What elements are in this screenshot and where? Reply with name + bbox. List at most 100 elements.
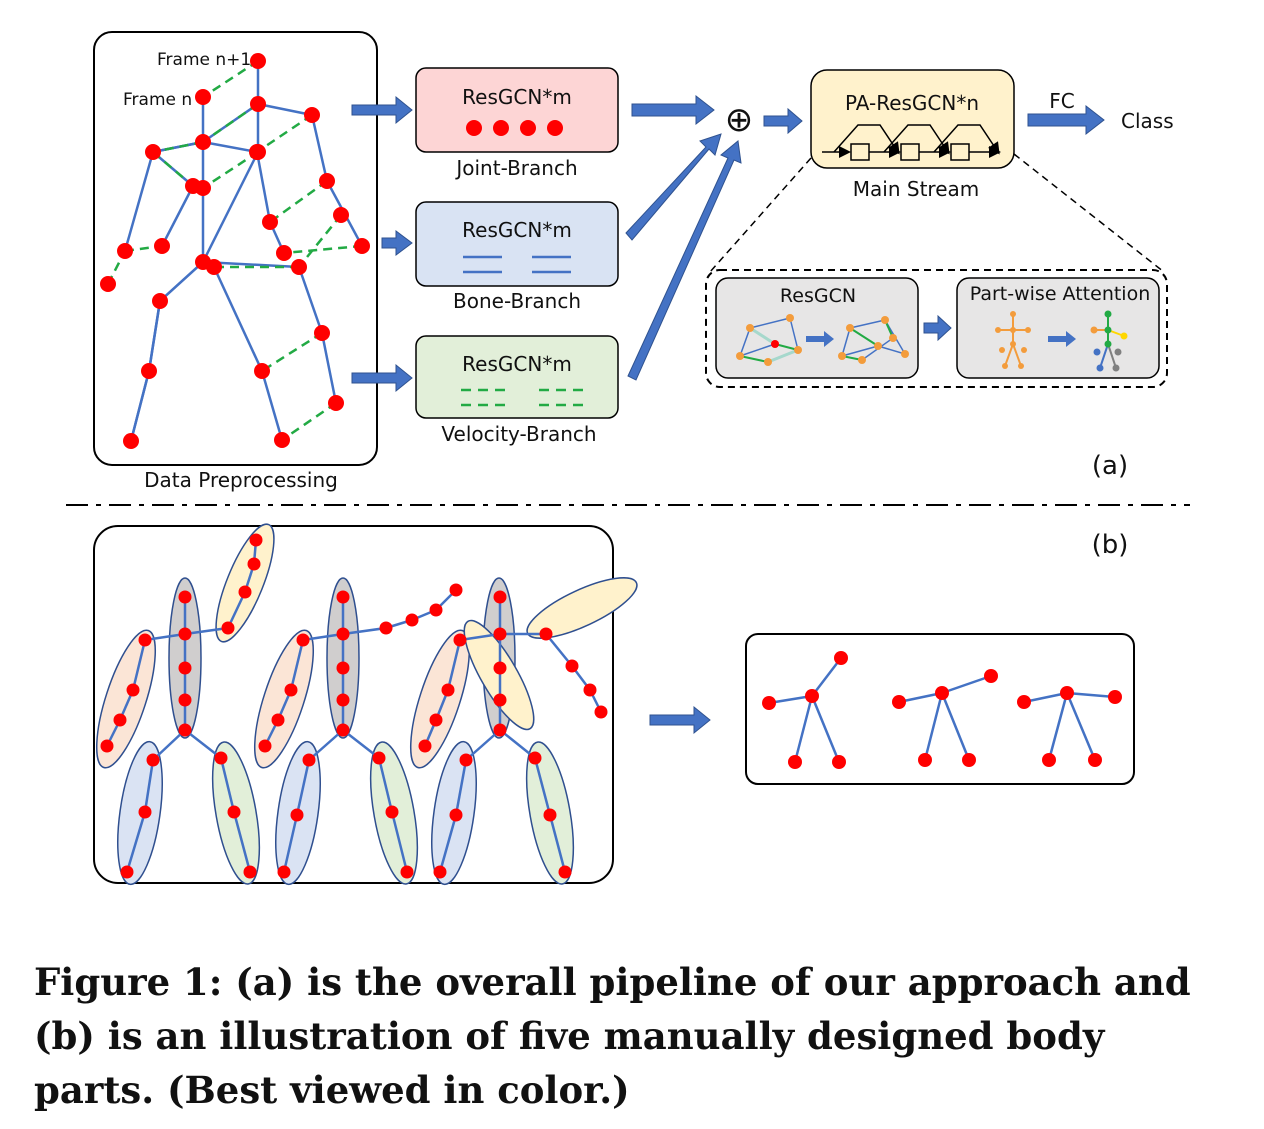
joint-node [319,173,335,189]
joint-node [276,245,292,261]
bone-edge [152,729,186,761]
joint-node [336,693,350,707]
bone-edge [438,814,458,873]
temporal-edge [202,102,259,144]
bone-edge [219,757,236,813]
resgcn-graph-before [736,314,802,366]
joint-node [336,590,350,604]
joint-node [178,693,192,707]
bone-edge [201,151,260,263]
bone-edge [255,151,272,223]
joint-node [291,259,307,275]
joint-node [372,751,386,765]
part-graph-node [1108,690,1122,704]
bone-edge [144,632,186,642]
joint-node [258,739,272,753]
bone-branch-label: Bone-Branch [453,289,581,313]
joint-node [249,144,265,160]
joint-node [314,325,330,341]
bone-branch: ResGCN*m Bone-Branch [415,201,619,313]
joint-node [328,395,344,411]
bone-edge [184,729,222,759]
pipeline-diagram: Frame n+1 Frame n Data Preprocessing Res… [66,31,1190,886]
zoom-lines [709,153,1165,273]
joint-node [441,683,455,697]
body-part-ellipse [253,629,315,769]
bone-branch-title: ResGCN*m [462,218,572,242]
joint-node [493,693,507,707]
part-graph-node [834,651,848,665]
part-graph-edge [1065,692,1097,761]
bone-edge [297,266,324,334]
panel-a-label: (a) [1092,451,1128,481]
velocity-branch-dashes [461,388,583,407]
joint-node [449,808,463,822]
bone-edge [499,729,536,759]
attention-skeleton-before [995,311,1031,369]
joint-node [418,739,432,753]
velocity-branch: ResGCN*m Velocity-Branch [415,335,619,446]
bone-edge [446,639,462,691]
joint-node [336,661,350,675]
part-graph-node [1088,753,1102,767]
joint-node [433,865,447,879]
bone-edge [295,759,311,816]
joint-node [178,723,192,737]
bone-edge [232,811,252,873]
joint-node [100,276,116,292]
bone-edge [257,102,313,117]
resgcn-detail-block [715,277,919,379]
part-graph-edge [768,694,813,705]
frame-n-label: Frame n [123,90,192,110]
part-graphs [762,651,1122,769]
part-graph-edge [793,695,814,763]
joint-node [214,751,228,765]
joint-branch-block [415,67,619,153]
part-graph-node [918,753,932,767]
detail-connector-arrow [923,314,952,342]
main-block-title: PA-ResGCN*n [845,91,979,115]
bone-edge [125,811,147,873]
part-graph-node [1060,686,1074,700]
joint-node [113,713,127,727]
bone-edge [260,370,284,441]
part-graph-node [962,753,976,767]
fc-arrow [1027,104,1105,136]
bone-edge [160,185,195,247]
joint-node [453,633,467,647]
joint-node [405,613,419,627]
bone-edge [390,811,409,873]
attention-detail-title: Part-wise Attention [970,283,1151,305]
joint-node [558,865,572,879]
joint-node [126,683,140,697]
joint-node [152,293,168,309]
bone-edge [320,332,338,404]
bone-edge [310,114,329,182]
joint-node [449,583,463,597]
joint-node [277,865,291,879]
bone-edge [465,729,501,761]
parts-arrow [649,705,711,735]
velocity-branch-label: Velocity-Branch [441,422,596,446]
bone-edge [282,814,299,873]
temporal-edge [152,140,204,154]
bone-edge [129,370,151,442]
joint-node [221,621,235,635]
part-graphs-panel [745,633,1135,785]
joint-node [206,259,222,275]
joint-node [385,805,399,819]
joint-node [493,723,507,737]
joint-node [238,585,252,599]
body-part-ellipse [95,629,157,769]
velocity-branch-block [415,335,619,419]
joint-node [333,207,349,223]
part-graph-node [1042,753,1056,767]
joint-node [195,134,211,150]
part-graph-node [832,755,846,769]
bone-branch-lines [463,255,571,274]
joint-node [138,633,152,647]
bone-edge [533,757,552,816]
part-graph-edge [811,657,842,697]
joint-node [539,627,553,641]
joint-node [123,433,139,449]
